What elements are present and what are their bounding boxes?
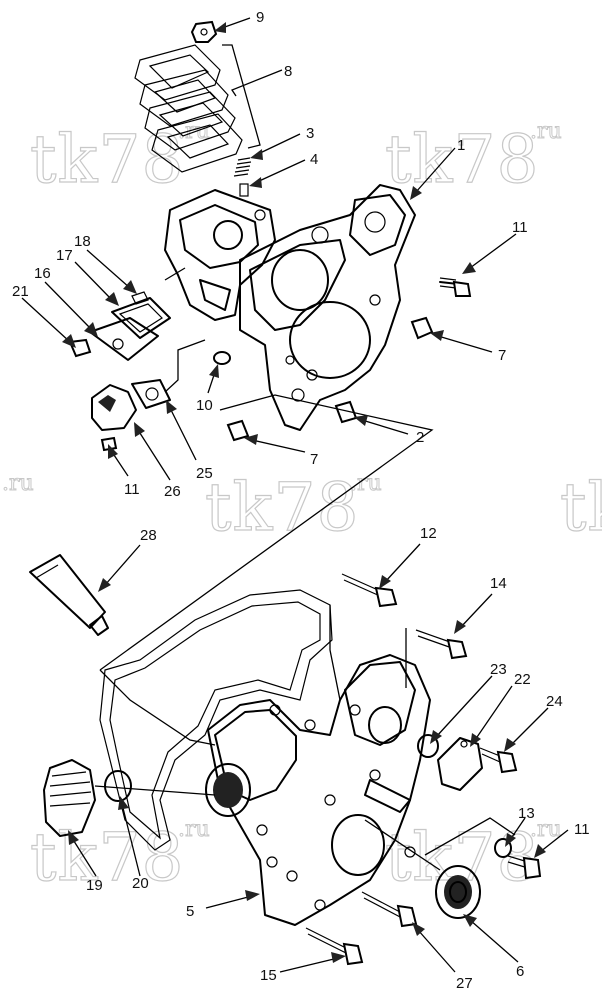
callout-1: 1 [457,137,465,154]
callout-11-left: 11 [124,481,140,498]
nut-part-9 [190,20,218,43]
callout-labels: 9 8 3 4 1 11 18 17 16 21 7 10 2 7 25 26 … [12,9,590,992]
watermark-bottom-left-suffix: .ru [178,817,210,842]
callout-19: 19 [86,877,103,894]
assembly-lines-bottom [94,605,516,871]
front-cover-part-5 [205,654,431,926]
watermark-top-right-suffix: .ru [530,119,562,144]
callout-7-lower: 7 [310,451,318,468]
callout-22: 22 [514,671,531,688]
callout-2: 2 [416,429,424,446]
callout-28: 28 [140,527,157,544]
back-plate-part-1 [239,184,416,431]
callout-20: 20 [132,875,149,892]
seal-part-6 [435,865,481,919]
bracket-8 [222,44,261,149]
watermark-mid-right: tk78 [560,469,602,546]
thermostat-housing-25-26 [91,379,171,452]
callout-8: 8 [284,63,292,80]
callout-4: 4 [310,151,318,168]
watermark-top-right: tk78 [385,121,540,198]
callout-15: 15 [260,967,277,984]
callout-7-upper: 7 [498,347,506,364]
cover-plate-part-22 [437,737,483,791]
callout-25: 25 [196,465,213,482]
callout-3: 3 [306,125,314,142]
watermark-mid: tk78 [205,469,360,546]
spring-part-3 [233,157,252,197]
callout-24: 24 [546,693,563,710]
o-ring-part-20 [104,770,132,802]
callout-18: 18 [74,233,91,250]
callout-12: 12 [420,525,437,542]
callout-13: 13 [518,805,535,822]
callout-6: 6 [516,963,524,980]
watermark-mid-left-suffix: .ru [2,471,34,496]
gasket-stack [134,44,243,173]
watermark-top-left: tk78 [30,121,185,198]
callout-14: 14 [490,575,507,592]
callout-5: 5 [186,903,194,920]
assembly-lines-top [99,267,434,671]
dowel-pins [213,316,434,442]
gear-housing-upper [164,189,276,321]
callout-11-top: 11 [512,219,528,236]
callout-11-right: 11 [574,821,590,838]
o-ring-part-23 [417,734,439,758]
callout-9: 9 [256,9,264,26]
leader-lines [21,17,569,973]
callout-10: 10 [196,397,213,414]
cover-plates-16-17 [68,291,171,361]
sealant-tube-part-28 [29,554,109,636]
callout-27: 27 [456,975,473,992]
bolts-bottom [305,573,542,966]
callout-21: 21 [12,283,29,300]
front-gasket [99,589,333,851]
callout-23: 23 [490,661,507,678]
callout-26: 26 [164,483,181,500]
callout-16: 16 [34,265,51,282]
bolt-part-11-upper [439,277,472,297]
callout-17: 17 [56,247,73,264]
plug-part-19 [43,759,96,837]
watermark-mid-suffix: .ru [350,471,382,496]
